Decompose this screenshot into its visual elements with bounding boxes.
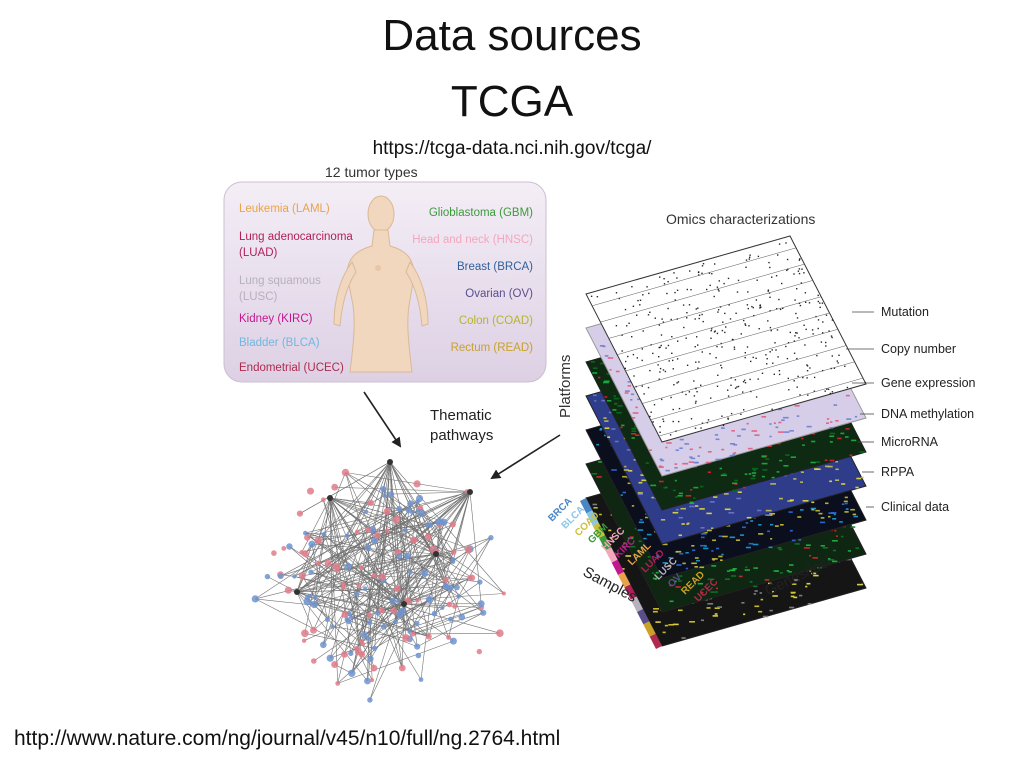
tumor-type-label: (LUAD) <box>239 247 278 259</box>
tumor-type-label: Rectum (READ) <box>451 342 534 354</box>
layer-label: Copy number <box>881 342 956 356</box>
tumor-type-label: Leukemia (LAML) <box>239 203 330 215</box>
tumor-type-label: Kidney (KIRC) <box>239 313 313 325</box>
panel-arrow <box>363 391 402 448</box>
layer-label: Gene expression <box>881 376 976 390</box>
omics-heading: Omics characterizations <box>666 211 815 227</box>
tumor-type-label: Colon (COAD) <box>459 315 533 327</box>
slide-title: Data sources <box>382 11 642 60</box>
tumor-type-label: Glioblastoma (GBM) <box>429 207 533 219</box>
tumor-type-label: Breast (BRCA) <box>457 261 533 273</box>
thematic-label-line2: pathways <box>430 427 493 444</box>
layer-label: Clinical data <box>881 500 949 514</box>
layer-label: DNA methylation <box>881 407 974 421</box>
omics-arrow <box>490 434 561 480</box>
slide-subtitle: TCGA <box>450 77 574 126</box>
tumor-type-label: Lung adenocarcinoma <box>239 231 353 243</box>
thematic-label-line1: Thematic <box>430 407 492 424</box>
tumor-type-label: Head and neck (HNSC) <box>412 234 533 246</box>
tumor-list-right: Glioblastoma (GBM) Head and neck (HNSC) Br… <box>412 207 533 354</box>
human-body-figure <box>333 195 429 373</box>
layer-label: Mutation <box>881 305 929 319</box>
tumor-type-label: (LUSC) <box>239 291 278 303</box>
omics-layer-stack <box>580 235 867 649</box>
nature-url: http://www.nature.com/ng/journal/v45/n10… <box>14 727 561 750</box>
sample-color-band <box>580 498 662 649</box>
layer-label: RPPA <box>881 465 915 479</box>
tumor-list-left: Leukemia (LAML) Lung adenocarcinoma (LUAD)… <box>239 203 353 374</box>
tumor-type-label: Bladder (BLCA) <box>239 337 320 349</box>
tumor-type-label: Endometrial (UCEC) <box>239 362 344 374</box>
platforms-label: Platforms <box>557 355 574 418</box>
layer-label: MicroRNA <box>881 435 939 449</box>
tumor-type-label: Ovarian (OV) <box>465 288 533 300</box>
tcga-url: https://tcga-data.nci.nih.gov/tcga/ <box>372 138 652 159</box>
tumor-type-label: Lung squamous <box>239 275 321 287</box>
omics-layer <box>585 235 867 443</box>
organ-marker <box>375 265 381 271</box>
pathway-network <box>251 459 506 703</box>
tumor-types-heading: 12 tumor types <box>325 164 418 180</box>
